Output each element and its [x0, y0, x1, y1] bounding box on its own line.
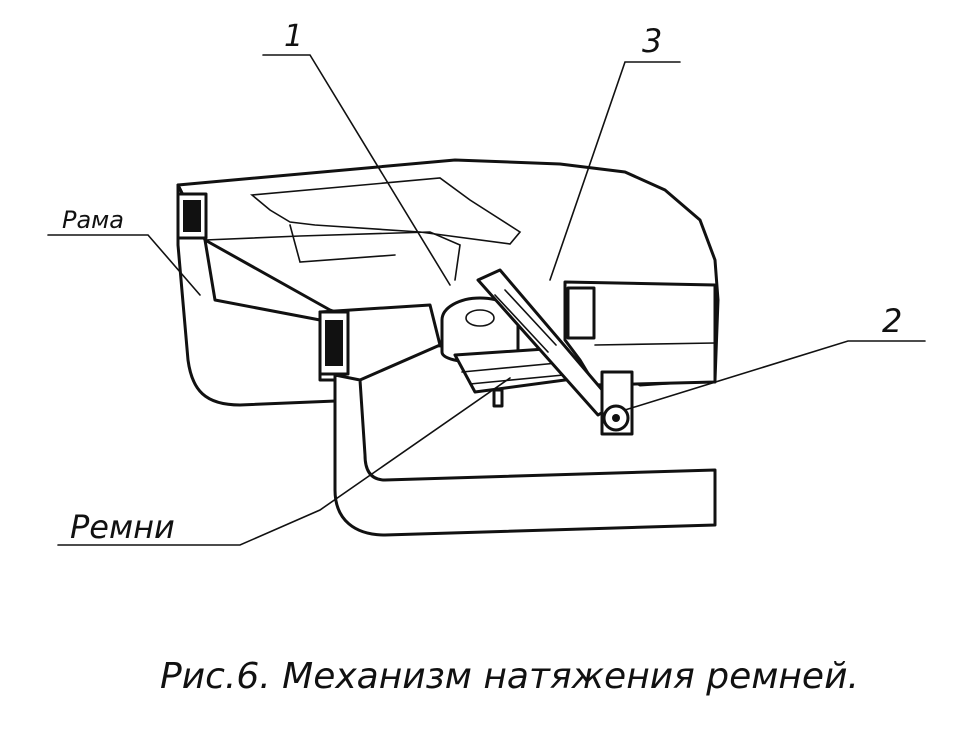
- adjusting-screw-center: [612, 414, 620, 422]
- callout-1-label: 1: [284, 19, 303, 54]
- pulley-bracket: [492, 388, 504, 408]
- pulley-hub: [465, 309, 495, 327]
- leader-line-frame: [47, 234, 201, 296]
- frame-lower-rail: [333, 373, 717, 537]
- frame-slot-left: [250, 177, 522, 245]
- leader-lines: [47, 54, 926, 546]
- belts-label: Ремни: [70, 508, 175, 546]
- frame-left-tube-cavity: [183, 200, 201, 232]
- frame-right-tube-end: [566, 286, 596, 340]
- belt-lines: [461, 361, 575, 385]
- leader-line-2: [624, 340, 926, 411]
- tension-lever: [476, 268, 634, 436]
- frame-cross-member-cavity: [325, 320, 343, 366]
- slot-inner: [289, 224, 396, 263]
- callout-3-label: 3: [642, 22, 662, 60]
- frame-step-edge: [204, 231, 461, 281]
- frame-drawing: [176, 158, 720, 537]
- frame-right-edge: [594, 342, 716, 346]
- leader-line-1: [262, 54, 451, 286]
- leader-line-3: [549, 61, 681, 281]
- lever-slot: [494, 289, 557, 353]
- frame-label: Рама: [62, 206, 124, 234]
- callout-2-label: 2: [882, 302, 902, 340]
- leader-line-belts: [57, 377, 511, 546]
- figure-caption: Рис.6. Механизм натяжения ремней.: [160, 656, 859, 697]
